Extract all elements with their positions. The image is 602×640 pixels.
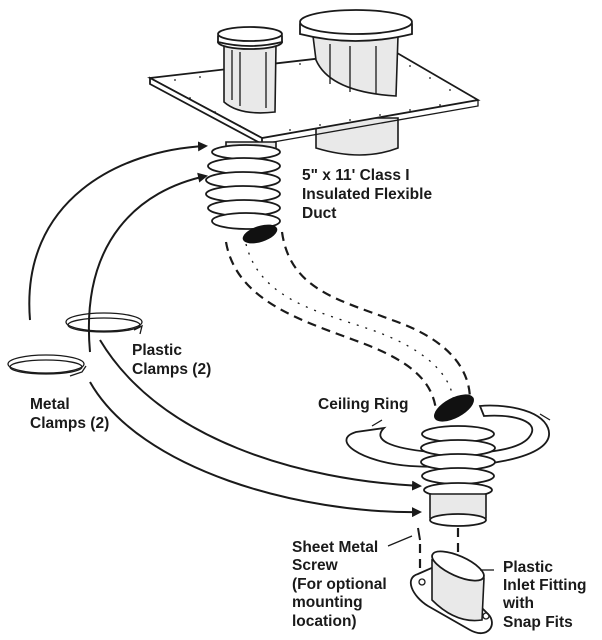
label-line: Metal [30,396,70,413]
plastic-inlet-fitting [409,528,494,635]
metal-clamp [7,354,87,377]
label-line: Sheet Metal [292,539,378,556]
flexible-duct-path [224,231,472,411]
label-flexible-duct: 5" x 11' Class I Insulated Flexible Duct [302,167,432,222]
label-line: with [502,595,534,612]
label-line: Insulated Flexible [302,186,432,203]
flexible-duct-upper [205,141,281,244]
label-line: Screw [292,557,339,574]
label-plastic-clamps: Plastic Clamps (2) [132,342,211,378]
plastic-clamp [65,312,143,335]
label-line: Plastic [132,342,182,359]
label-inlet-fitting: Plastic Inlet Fitting with Snap Fits [502,559,587,631]
roof-jack-plate [147,49,481,146]
label-line: 5" x 11' Class I [302,167,410,184]
label-line: Inlet Fitting [503,577,587,594]
label-line: (For optional [292,576,387,593]
clamp-arrows [28,141,422,518]
large-vent-lower-cylinder [315,117,399,156]
label-line: Plastic [503,559,553,576]
flexible-duct-lower [420,394,496,527]
label-sheet-metal-screw: Sheet Metal Screw (For optional mounting… [292,539,387,630]
label-line: Duct [302,205,336,222]
large-vent-cap [299,9,413,97]
label-line: Snap Fits [503,614,573,631]
label-line: Clamps (2) [132,361,211,378]
label-line: Clamps (2) [30,415,109,432]
label-metal-clamps: Metal Clamps (2) [30,396,109,432]
small-vent-cap [217,26,283,114]
label-line: Ceiling Ring [318,396,408,413]
label-line: location) [292,613,357,630]
label-line: mounting [292,594,363,611]
label-ceiling-ring: Ceiling Ring [318,396,408,413]
